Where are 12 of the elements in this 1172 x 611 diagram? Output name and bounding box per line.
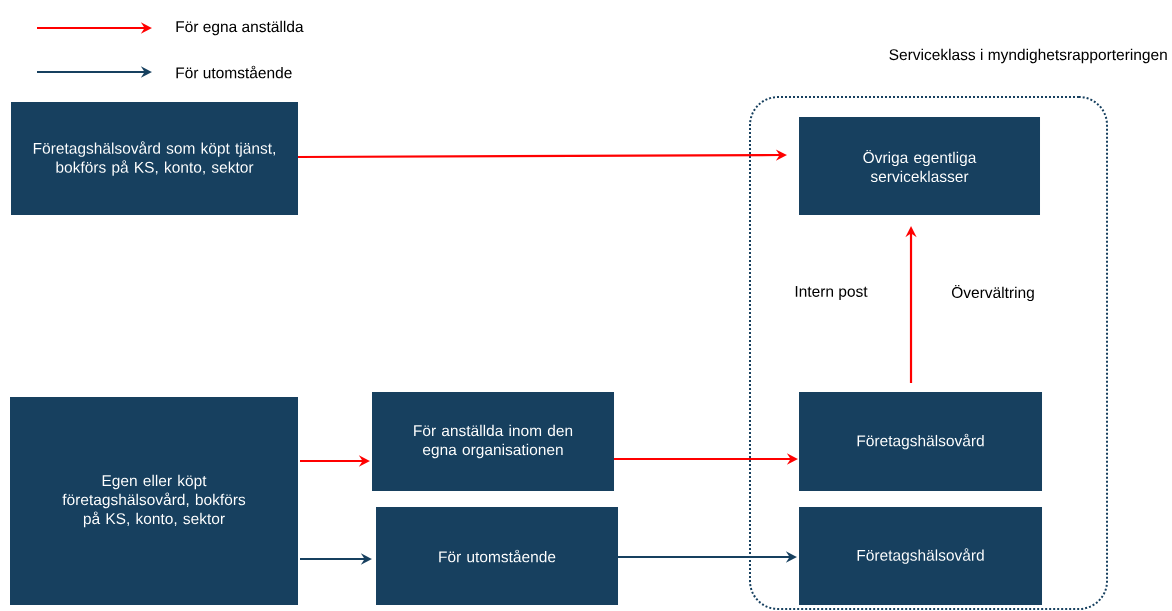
arrow-label: Intern post: [795, 286, 868, 300]
legend-label: För utomstående: [176, 65, 292, 79]
arrow-label: Övervältring: [951, 284, 1034, 302]
legend-label: För egna anställda: [176, 20, 304, 36]
process-box: För anställda inom den egna organisationen: [372, 392, 614, 491]
process-box: Övriga egentliga serviceklasser: [799, 117, 1040, 215]
process-box: Egen eller köpt företagshälsovård, bokförs på KS, konto, sektor: [10, 397, 298, 605]
process-box: Företagshälsovård: [799, 392, 1042, 491]
process-box: Företagshälsovård: [799, 507, 1042, 605]
process-box: Företagshälsovård som köpt tjänst, bokförs på KS, konto, sektor: [11, 102, 298, 215]
process-box: För utomstående: [376, 507, 618, 605]
node-label: Serviceklass i myndighetsrapporteringen: [889, 48, 1167, 64]
